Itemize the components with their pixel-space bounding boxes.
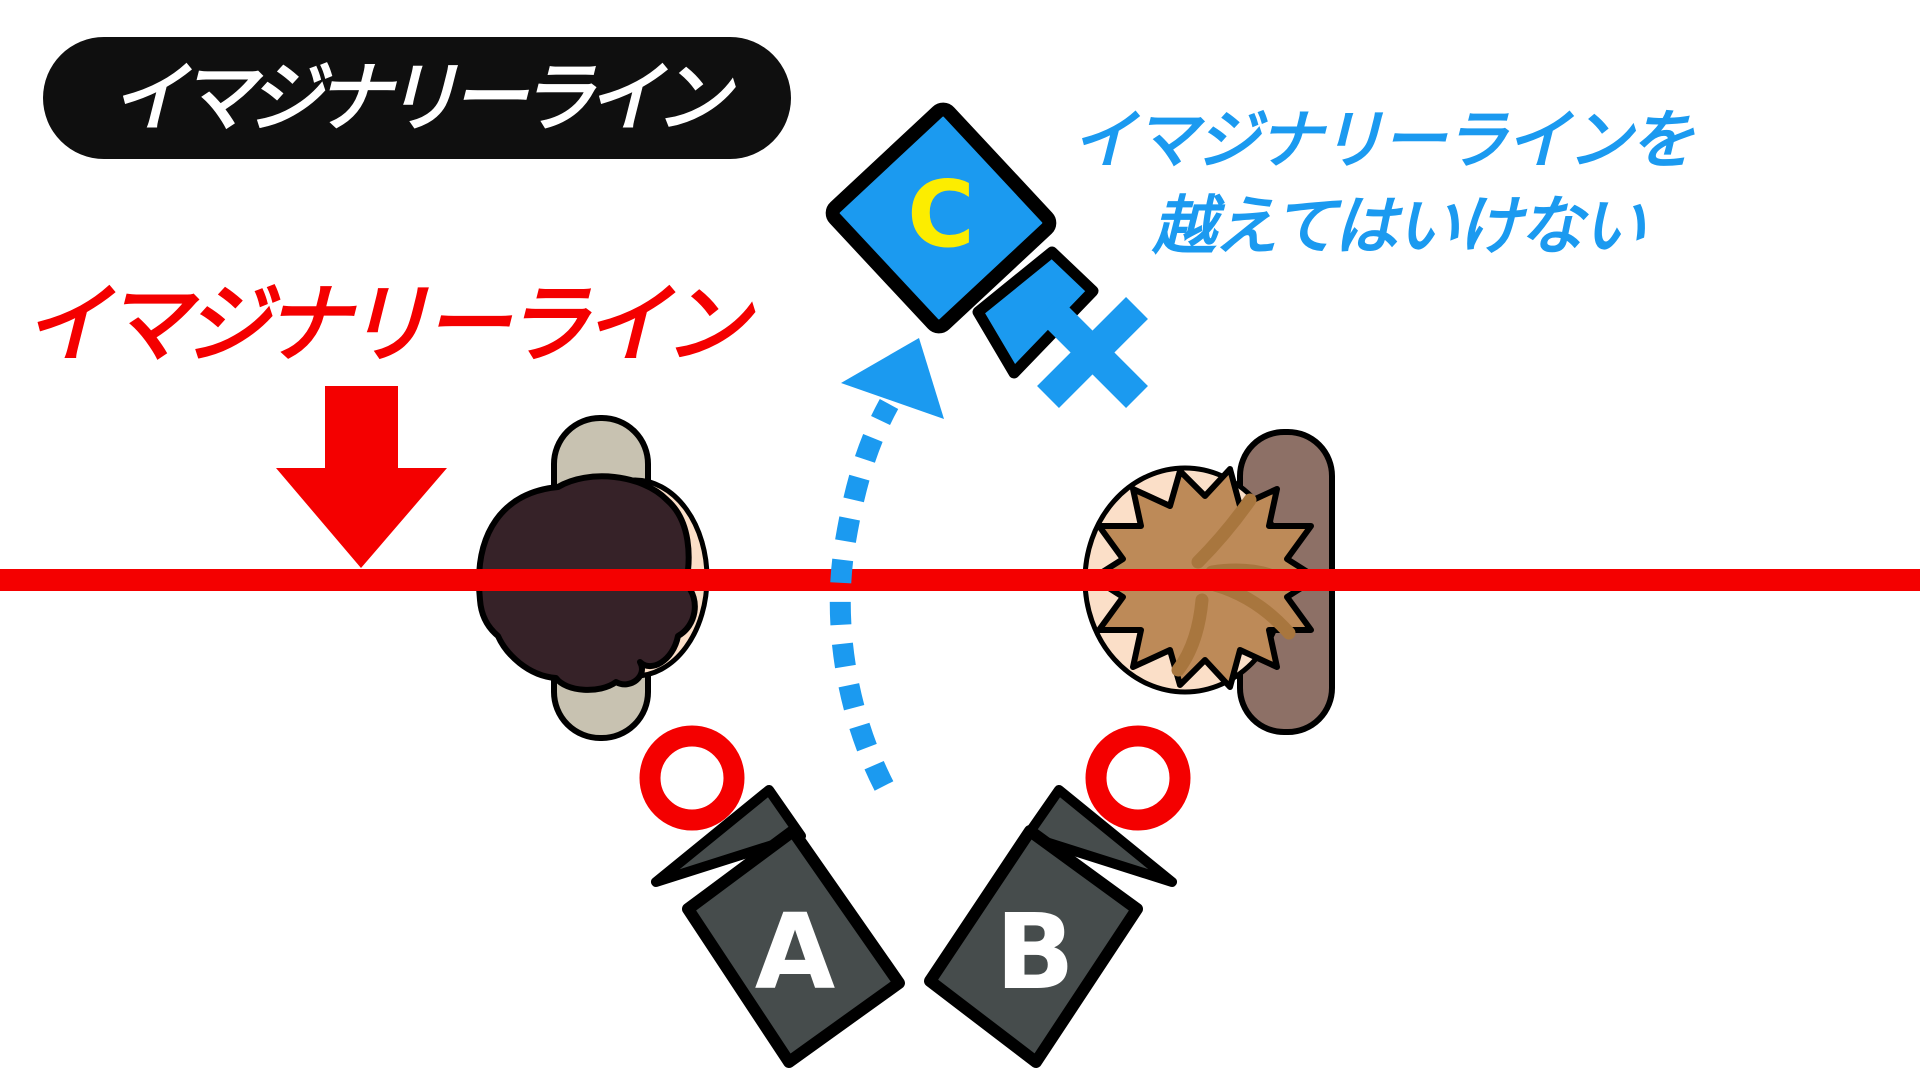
title-badge-background <box>43 37 791 159</box>
camera-b-viewfinder <box>1022 785 1177 887</box>
ok-mark-camera-b <box>1085 725 1191 831</box>
camera-b-body <box>924 825 1143 1068</box>
pan-path-dashed-arrow <box>829 398 899 791</box>
warning-line-2: 越えてはいけない <box>1151 190 1646 264</box>
camera-b: B <box>924 785 1177 1068</box>
imaginary-line-label: イマジナリーライン <box>24 275 756 375</box>
camera-a: A <box>651 785 905 1068</box>
down-arrow-icon <box>276 386 447 568</box>
camera-a-viewfinder <box>651 785 806 887</box>
camera-c: C <box>825 102 1099 379</box>
ng-cross-icon <box>1037 297 1148 408</box>
camera-c-label: C <box>907 161 975 268</box>
camera-a-body <box>682 825 905 1068</box>
title-badge-label: イマジナリーライン <box>111 53 736 142</box>
imaginary-line <box>0 569 1920 591</box>
camera-b-label: B <box>995 891 1074 1013</box>
title-badge: イマジナリーライン <box>43 37 791 159</box>
ok-mark-camera-a <box>639 725 745 831</box>
warning-line-1: イマジナリーラインを <box>1072 104 1695 178</box>
camera-a-label: A <box>755 891 836 1013</box>
camera-c-body <box>825 102 1057 334</box>
pan-path-arrowhead-icon <box>841 338 944 419</box>
camera-c-viewfinder <box>972 246 1099 379</box>
